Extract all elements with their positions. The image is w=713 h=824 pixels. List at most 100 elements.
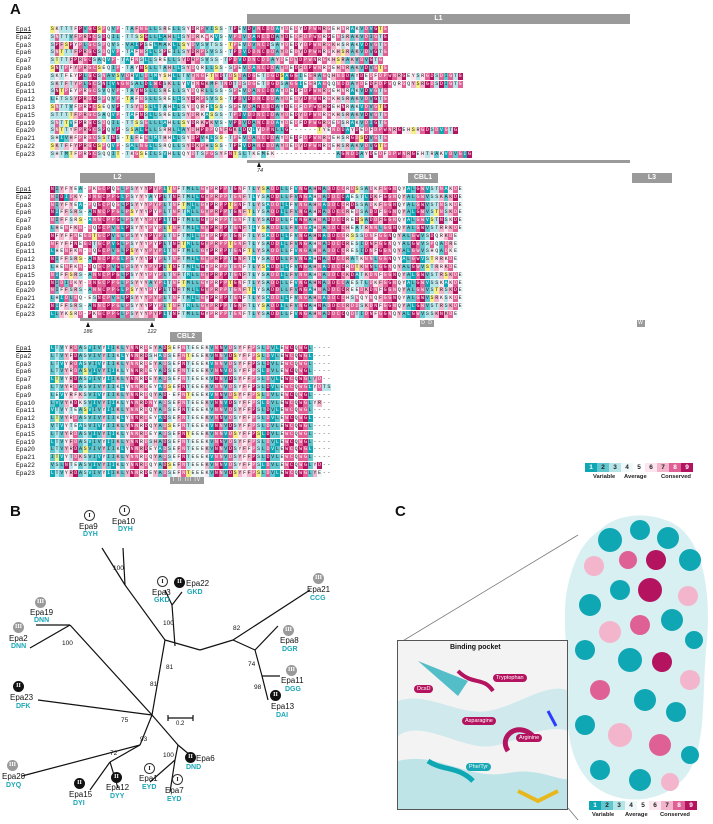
residue-cell: K <box>167 80 172 88</box>
residue-cell: Y <box>143 303 149 310</box>
residue-cell: V <box>96 399 102 407</box>
sequence-name: Epa13 <box>16 104 35 111</box>
residue-cell: L <box>148 72 154 80</box>
residue-cell: N <box>96 217 102 225</box>
residue-cell: E <box>331 135 336 143</box>
residue-cell: G <box>200 271 205 279</box>
residue-cell: G <box>200 295 205 303</box>
residue-cell: R <box>139 384 144 391</box>
residue-cell: P <box>223 217 229 225</box>
residue-cell: D <box>275 201 280 209</box>
residue-cell: R <box>434 264 440 271</box>
residue-cell: L <box>284 217 290 225</box>
residue-cell: R <box>448 240 454 248</box>
clade-badge: III <box>313 573 324 584</box>
residue-cell: V <box>270 423 275 430</box>
residue-cell: V <box>59 407 65 415</box>
residue-cell: E <box>200 407 205 415</box>
residue-cell: - <box>313 446 317 453</box>
residue-cell: S <box>214 143 219 150</box>
residue-cell: A <box>78 360 83 368</box>
residue-cell: N <box>317 96 322 104</box>
residue-cell: E <box>171 446 177 454</box>
residue-cell: P <box>110 256 116 264</box>
residue-cell: Y <box>139 209 144 217</box>
residue-cell: D <box>143 391 149 399</box>
residue-cell: L <box>120 469 125 477</box>
residue-cell: - <box>318 423 322 429</box>
residue-cell: Q <box>326 80 332 88</box>
residue-cell: T <box>59 111 65 119</box>
residue-cell: Y <box>125 391 130 399</box>
residue-cell: D <box>284 119 290 127</box>
residue-cell: P <box>78 96 83 104</box>
legend-average-label: Average <box>624 474 647 480</box>
residue-cell: F <box>134 26 140 33</box>
residue-cell: S <box>425 240 430 248</box>
residue-cell: N <box>218 469 224 477</box>
residue-cell: F <box>176 240 182 248</box>
residue-cell: T <box>125 49 130 57</box>
residue-cell: V <box>293 186 299 193</box>
residue-cell: G <box>378 256 383 264</box>
residue-cell: V <box>223 423 229 430</box>
bootstrap-value: 75 <box>121 717 129 724</box>
residue-cell: C <box>260 143 266 150</box>
residue-cell: N <box>96 295 102 303</box>
residue-cell: D <box>354 127 360 135</box>
residue-cell: G <box>200 201 205 209</box>
residue-cell: R <box>139 423 144 430</box>
residue-cell: H <box>335 104 341 111</box>
residue-cell: G <box>232 248 238 256</box>
residue-cell: D <box>364 33 369 41</box>
residue-cell: P <box>64 88 69 96</box>
residue-cell: A <box>162 119 168 127</box>
residue-cell: D <box>284 88 290 96</box>
residue-cell: P <box>157 240 163 248</box>
residue-cell: L <box>195 271 200 279</box>
residue-cell: L <box>162 232 168 240</box>
residue-cell: K <box>204 384 210 391</box>
residue-cell: R <box>214 248 219 256</box>
residue-cell: P <box>209 310 215 318</box>
residue-cell: R <box>345 209 350 217</box>
residue-cell: N <box>171 201 177 209</box>
residue-cell: S <box>237 150 243 158</box>
residue-cell: Y <box>401 201 407 209</box>
residue-cell: A <box>406 209 411 217</box>
residue-cell: W <box>415 248 421 256</box>
sequence-name: Epa22 <box>16 303 35 310</box>
residue-cell: T <box>246 217 252 225</box>
residue-cell: S <box>82 352 88 360</box>
residue-cell: P <box>115 65 121 72</box>
residue-cell: G <box>326 65 332 72</box>
residue-cell: E <box>171 384 177 391</box>
residue-cell: T <box>68 462 74 469</box>
residue-cell: L <box>406 256 411 264</box>
residue-cell: C <box>260 111 266 119</box>
residue-cell: D <box>364 232 369 240</box>
residue-cell: P <box>73 57 79 65</box>
residue-cell: N <box>387 248 393 256</box>
residue-cell: S <box>96 135 102 143</box>
residue-cell: R <box>214 217 219 225</box>
residue-cell: V <box>96 430 102 438</box>
residue-cell: V <box>242 143 247 150</box>
residue-cell: L <box>279 186 285 193</box>
residue-cell: H <box>162 135 168 143</box>
residue-cell: A <box>251 143 257 150</box>
residue-cell: P <box>209 240 215 248</box>
residue-cell: L <box>195 225 200 232</box>
residue-cell: G <box>410 232 416 240</box>
residue-cell: D <box>246 135 252 143</box>
residue-cell: P <box>157 287 163 295</box>
residue-cell: V <box>293 232 299 240</box>
residue-cell: A <box>307 310 313 318</box>
residue-cell: D <box>73 368 79 376</box>
residue-cell: R <box>345 88 350 96</box>
residue-cell: A <box>78 186 83 193</box>
residue-cell: D <box>448 264 454 271</box>
